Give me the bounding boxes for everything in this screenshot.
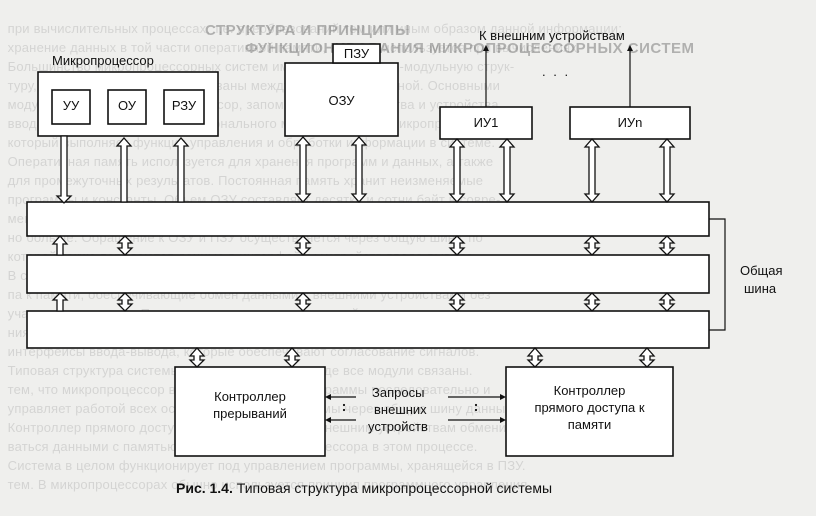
arrow-bus-link-2 [116,235,134,256]
external-devices-label: К внешним устройствам [479,28,625,43]
dma-controller-line2: прямого доступа к [534,400,645,415]
rzu-label: РЗУ [171,98,197,113]
requests-label-line1: Запросы [372,385,425,400]
arrow-iu1-bus-1 [448,138,466,203]
bus-label-bracket [709,218,726,331]
bus-top-line [26,201,710,237]
arrow-mp-bus [55,135,73,204]
microprocessor-label: Микропроцессор [52,53,154,68]
uu-box [51,89,91,125]
requests-label-line2: внешних [374,402,427,417]
bus-mid-line [26,254,710,294]
arrow-bus-link-10 [448,292,466,312]
arrow-bus-link-4 [448,235,466,256]
interrupt-controller-box [174,366,326,457]
arrow-bus-rzu [172,137,190,203]
arrow-dma-bus-1 [526,347,544,368]
iun-label: ИУn [617,115,643,130]
interrupt-controller-line1: Контроллер [214,389,286,404]
arrow-bus-link-8 [116,292,134,312]
requests-label-line3: устройств [368,419,428,434]
bus-label-line1: Общая [740,263,783,278]
arrow-ozu-bus-1 [294,136,312,203]
arrow-bus-link-11 [583,292,601,312]
dma-controller-line1: Контроллер [553,383,626,398]
arrow-bus-link-9 [294,292,312,312]
ou-box [107,89,147,125]
arrow-bus-link-12 [658,292,676,312]
arrow-irq-bus-2 [283,347,301,368]
figure-caption: Рис. 1.4. Типовая структура микропроцесс… [176,480,552,496]
dma-controller-line3: памяти [567,417,612,432]
bus-label-line2: шина [744,281,777,296]
request-dots [342,403,478,412]
arrow-irq-bus-1 [188,347,206,368]
dma-controller-box [505,366,674,457]
interrupt-controller-line2: прерываний [213,406,287,421]
arrow-bus-link-6 [658,235,676,256]
arrow-bus-link-3 [294,235,312,256]
ozu-box [284,62,399,137]
arrow-iun-bus-2 [658,138,676,203]
arrow-iu1-bus-2 [498,138,516,203]
uu-label: УУ [62,98,80,113]
ou-label: ОУ [117,98,137,113]
arrow-dma-bus-2 [638,347,656,368]
arrow-iun-bus-1 [583,138,601,203]
iu1-label: ИУ1 [473,115,499,130]
rzu-box [163,89,205,125]
pzu-label: ПЗУ [343,46,370,61]
background-heading-1: СТРУКТУРА И ПРИНЦИПЫ [205,22,411,39]
bus-bottom-line [26,310,710,349]
arrow-bus-ou [115,137,133,203]
ozu-label: ОЗУ [328,93,355,108]
caption-text: Типовая структура микропроцессорной сист… [236,480,553,496]
iun-box [569,106,691,140]
arrow-bus-link-1 [51,235,69,256]
arrow-bus-link-5 [583,235,601,256]
pzu-box [332,43,381,64]
caption-number: Рис. 1.4. [176,480,233,496]
external-dots: . . . [542,64,571,79]
arrow-bus-link-7 [51,292,69,312]
arrow-ozu-bus-2 [350,136,368,203]
